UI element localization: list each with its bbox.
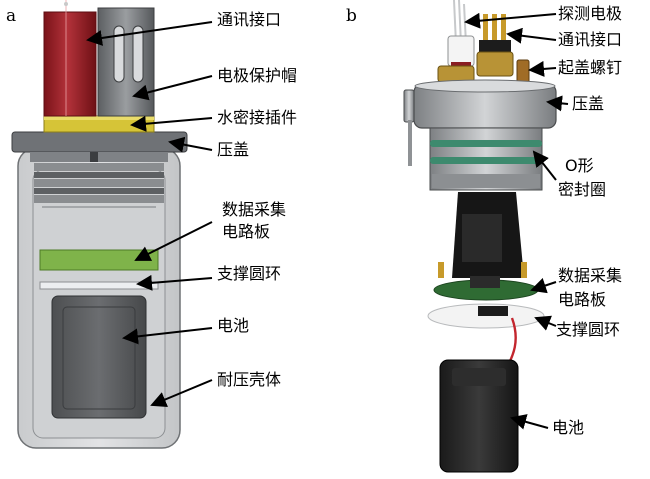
label-b-oring-line2: 密封圈 — [558, 180, 607, 199]
support-ring-shape — [39, 281, 159, 290]
connector-base-shape — [437, 65, 475, 83]
comm-port-shape — [43, 0, 97, 117]
arrow-daq-board-b — [530, 277, 557, 294]
label-a-electrode-cap: 电极保护帽 — [217, 66, 298, 85]
arrow-oring — [532, 150, 557, 181]
label-b-pressure-cover: 压盖 — [572, 94, 605, 113]
oring-grooves — [34, 163, 164, 203]
arrow-watertight-connector — [130, 115, 213, 132]
probe-electrode-shape — [447, 0, 475, 70]
arrow-daq-board — [134, 221, 213, 261]
arrow-pressure-cover — [168, 136, 213, 153]
arrow-battery — [122, 327, 213, 345]
label-b-support-ring: 支撑圆环 — [556, 320, 621, 339]
arrow-comm-port — [86, 21, 213, 46]
arrow-electrode-cap — [132, 75, 213, 101]
label-a-comm-port: 通讯接口 — [217, 10, 282, 29]
battery-shape — [51, 295, 147, 419]
arrow-support-ring — [136, 274, 213, 291]
arrow-lift-screw — [528, 60, 557, 77]
label-b-lift-screw: 起盖螺钉 — [558, 58, 623, 77]
wiring-bundle-shape — [438, 192, 527, 278]
label-b-oring-line1: O形 — [565, 156, 594, 175]
arrow-support-ring-b — [534, 315, 557, 331]
label-a-battery: 电池 — [217, 316, 250, 335]
battery-b-shape — [439, 359, 519, 473]
arrow-probe-electrode — [464, 12, 557, 29]
label-b-daq-board-line2: 电路板 — [558, 290, 607, 309]
label-b-comm-port: 通讯接口 — [558, 30, 623, 49]
pressure-cover-shape — [11, 131, 188, 162]
label-a-daq-board-line2: 电路板 — [222, 222, 271, 241]
label-a-pressure-cover: 压盖 — [217, 140, 250, 159]
label-a-daq-board-line1: 数据采集 — [222, 200, 287, 219]
electrode-cap-shape — [97, 7, 155, 117]
panel-b-arrows — [464, 12, 569, 430]
oring-shape — [429, 127, 543, 191]
panel-b-letter: b — [346, 6, 357, 26]
daq-board-b-shape — [433, 276, 539, 301]
label-b-battery: 电池 — [552, 418, 585, 437]
daq-board-shape — [39, 249, 159, 271]
label-a-pressure-housing: 耐压壳体 — [217, 370, 282, 389]
label-b-probe-electrode: 探测电极 — [558, 4, 623, 23]
support-ring-b-shape — [427, 303, 545, 329]
label-a-support-ring: 支撑圆环 — [217, 264, 282, 283]
comm-port-b-shape — [476, 14, 514, 77]
pressure-cover-b-shape — [413, 79, 557, 129]
arrow-pressure-cover-b — [546, 95, 569, 112]
label-a-watertight-connector: 水密接插件 — [217, 108, 298, 127]
arrow-comm-port-b — [506, 27, 557, 44]
panel-a-letter: a — [6, 6, 17, 26]
arrow-battery-b — [510, 414, 549, 430]
label-b-daq-board-line1: 数据采集 — [558, 266, 623, 285]
panel-a-arrows — [86, 21, 213, 407]
arrow-pressure-housing — [150, 379, 213, 407]
